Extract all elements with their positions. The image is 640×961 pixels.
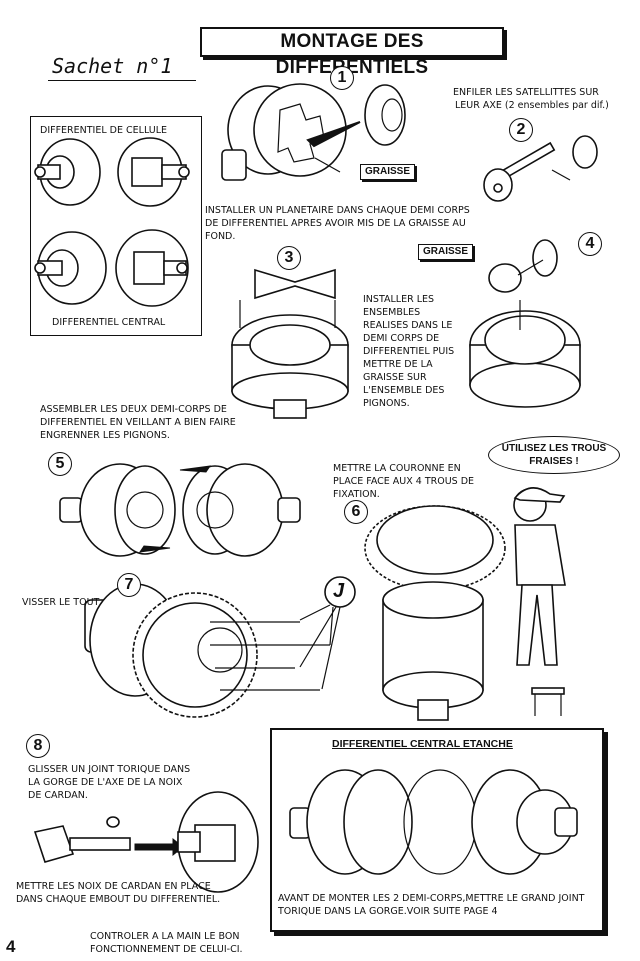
step-4-number: 4: [578, 232, 602, 256]
step-6-text: METTRE LA COURONNE EN PLACE FACE AUX 4 T…: [333, 463, 475, 500]
page-number: 4: [6, 937, 16, 956]
page-title: MONTAGE DES DIFFERENTIELS: [200, 27, 504, 78]
cell-differential-label: DIFFERENTIEL DE CELLULE: [40, 125, 168, 136]
step7-drawing: [84, 576, 356, 718]
step2-drawing: [483, 135, 598, 202]
box8-text: AVANT DE MONTER LES 2 DEMI-CORPS,METTRE …: [278, 893, 585, 917]
speech-bubble: UTILISEZ LES TROUS FRAISES !: [488, 436, 620, 474]
step4-drawing: [469, 239, 581, 408]
step-8-text-a: GLISSER UN JOINT TORIQUE DANS LA GORGE D…: [28, 764, 191, 801]
box8-title: DIFFERENTIEL CENTRAL ETANCHE: [332, 738, 513, 750]
step-3-number: 3: [277, 246, 301, 270]
sachet-label: Sachet n°1: [52, 54, 173, 78]
step-2-text-line1: ENFILER LES SATELLITTES SUR: [453, 87, 599, 98]
bubble-line2: FRAISES !: [529, 456, 579, 467]
step5-drawing: [59, 463, 301, 557]
sealed-central-differential-box: [270, 728, 604, 932]
step-4-grease-tag: GRAISSE: [418, 244, 474, 260]
step6-drawing: [364, 487, 566, 721]
step-8-text-b: METTRE LES NOIX DE CARDAN EN PLACE DANS …: [16, 881, 221, 905]
part-letter-J: J: [333, 580, 345, 602]
step-2-text-line2: LEUR AXE (2 ensembles par dif.): [455, 100, 609, 111]
step-1-number: 1: [330, 66, 354, 90]
sachet-underline: [48, 80, 196, 81]
step-3-text: INSTALLER LES ENSEMBLES REALISES DANS LE…: [363, 294, 455, 409]
step3-drawing: [231, 268, 349, 419]
central-differential-drawing: [34, 229, 189, 307]
step-2-number: 2: [509, 118, 533, 142]
step-6-number: 6: [344, 500, 368, 524]
step-7-number: 7: [117, 573, 141, 597]
differential-types-box: [30, 116, 202, 336]
step-8-text-c: CONTROLER A LA MAIN LE BON FONCTIONNEMEN…: [90, 931, 243, 955]
step1-drawing: [221, 83, 406, 181]
step-5-text: ASSEMBLER LES DEUX DEMI-CORPS DE DIFFERE…: [40, 404, 236, 441]
step-5-number: 5: [48, 452, 72, 476]
central-differential-label: DIFFERENTIEL CENTRAL: [52, 317, 166, 328]
cell-differential-drawing: [34, 137, 190, 207]
step8-drawing: [33, 791, 259, 893]
step-1-grease-tag: GRAISSE: [360, 164, 416, 180]
step-7-text: VISSER LE TOUT: [22, 597, 100, 608]
box8-drawing: [289, 769, 578, 875]
step-1-text: INSTALLER UN PLANETAIRE DANS CHAQUE DEMI…: [205, 205, 470, 242]
step-8-number: 8: [26, 734, 50, 758]
bubble-line1: UTILISEZ LES TROUS: [501, 443, 607, 454]
